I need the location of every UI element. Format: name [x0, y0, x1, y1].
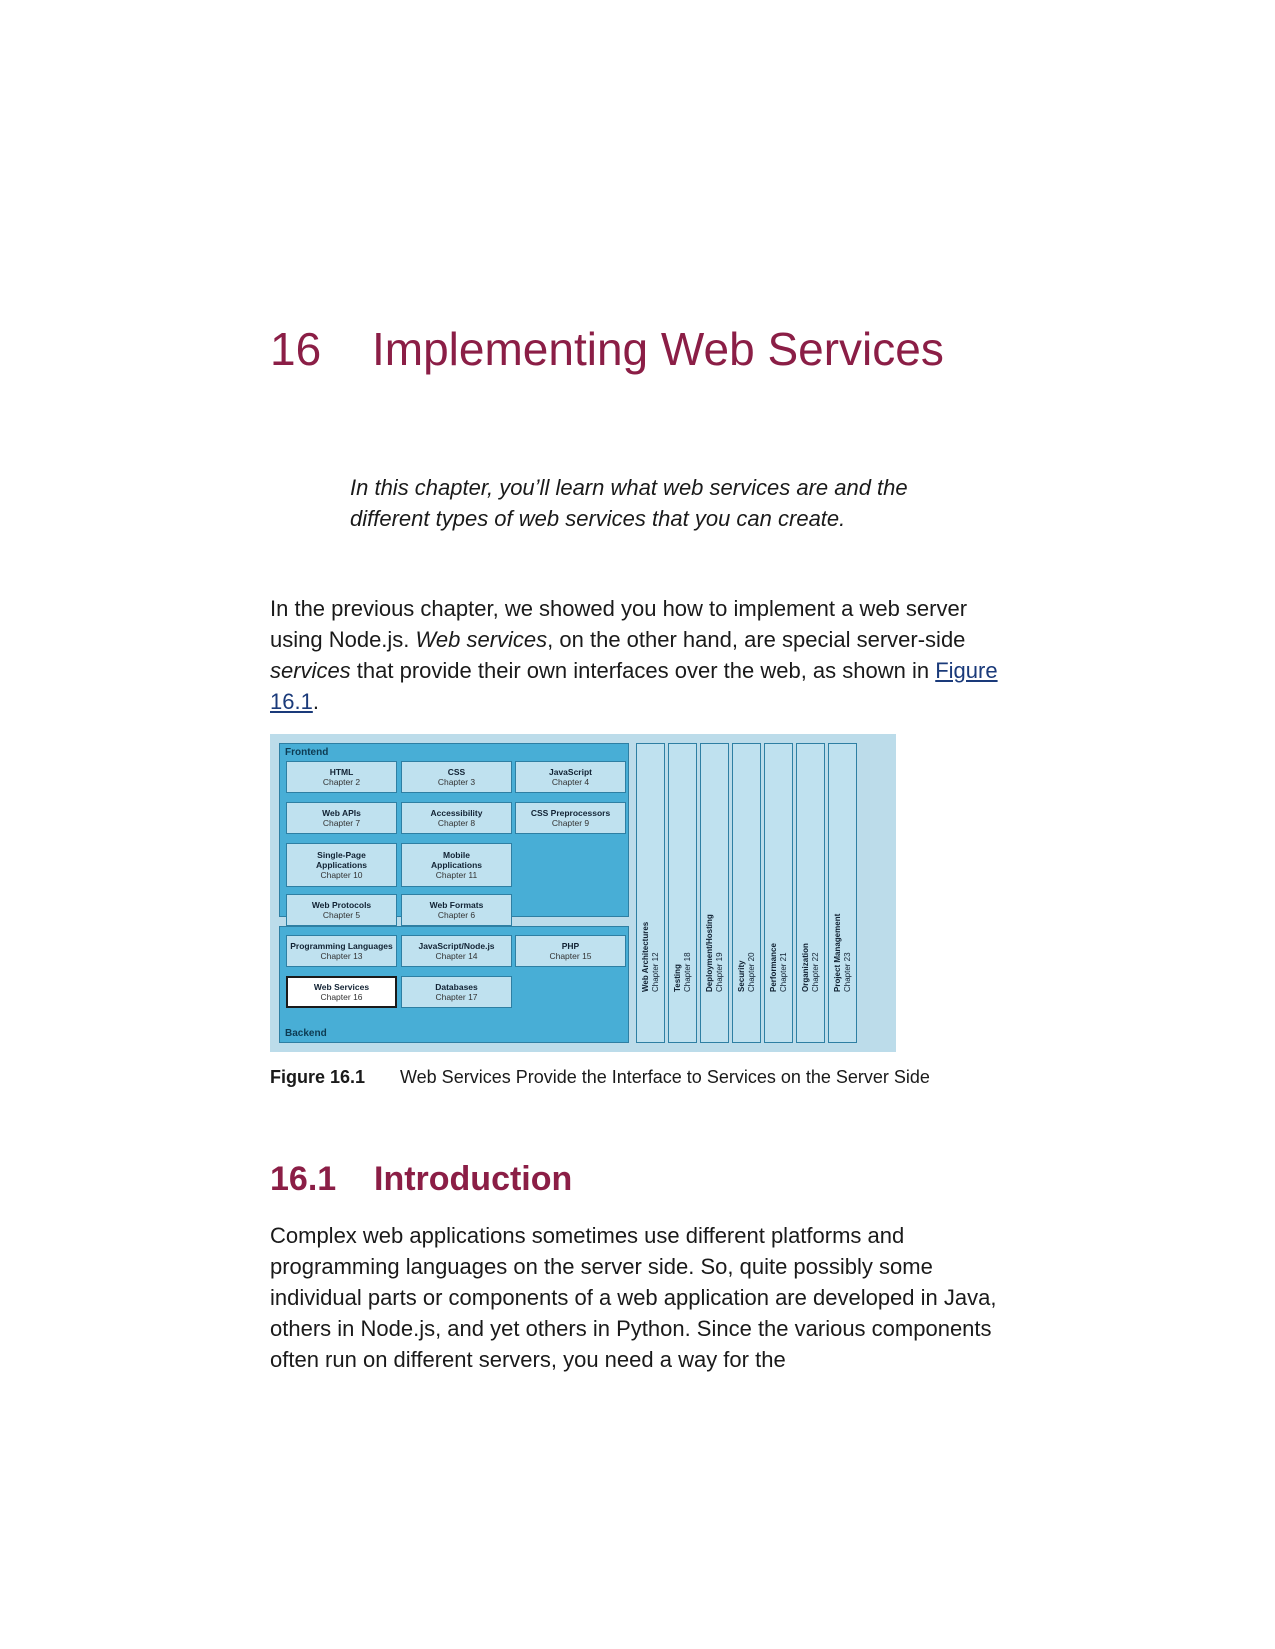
chapter-intro: In this chapter, you’ll learn what web s… — [350, 475, 908, 531]
emphasis-web-services: Web services — [415, 627, 548, 652]
paragraph-1: In the previous chapter, we showed you h… — [270, 593, 1010, 717]
paragraph-2: Complex web applications sometimes use d… — [270, 1223, 997, 1372]
frontend-label: Frontend — [285, 747, 329, 758]
emphasis-services: services — [270, 658, 351, 683]
caption-text: Web Services Provide the Interface to Se… — [400, 1067, 930, 1087]
figure-caption: Figure 16.1 Web Services Provide the Inte… — [270, 1067, 930, 1088]
section-title-text: Introduction — [374, 1160, 573, 1198]
figure-link[interactable]: Figure 16.1 — [270, 658, 998, 714]
chapter-number: 16 — [270, 323, 322, 375]
paragraph-text: . — [312, 689, 319, 714]
section-number: 16.1 — [270, 1160, 337, 1198]
caption-label: Figure 16.1 — [270, 1067, 366, 1087]
section-title: 16.1 Introduction — [270, 1160, 572, 1199]
paragraph-text: In the previous chapter, we showed you h… — [270, 596, 968, 652]
chapter-title-text: Implementing Web Services — [372, 323, 944, 375]
paragraph-text: that provide their own interfaces over t… — [350, 658, 936, 683]
chapter-title: 16 Implementing Web Services — [270, 322, 944, 376]
paragraph-text: , on the other hand, are special server-… — [547, 627, 966, 652]
backend-label: Backend — [285, 1028, 327, 1039]
